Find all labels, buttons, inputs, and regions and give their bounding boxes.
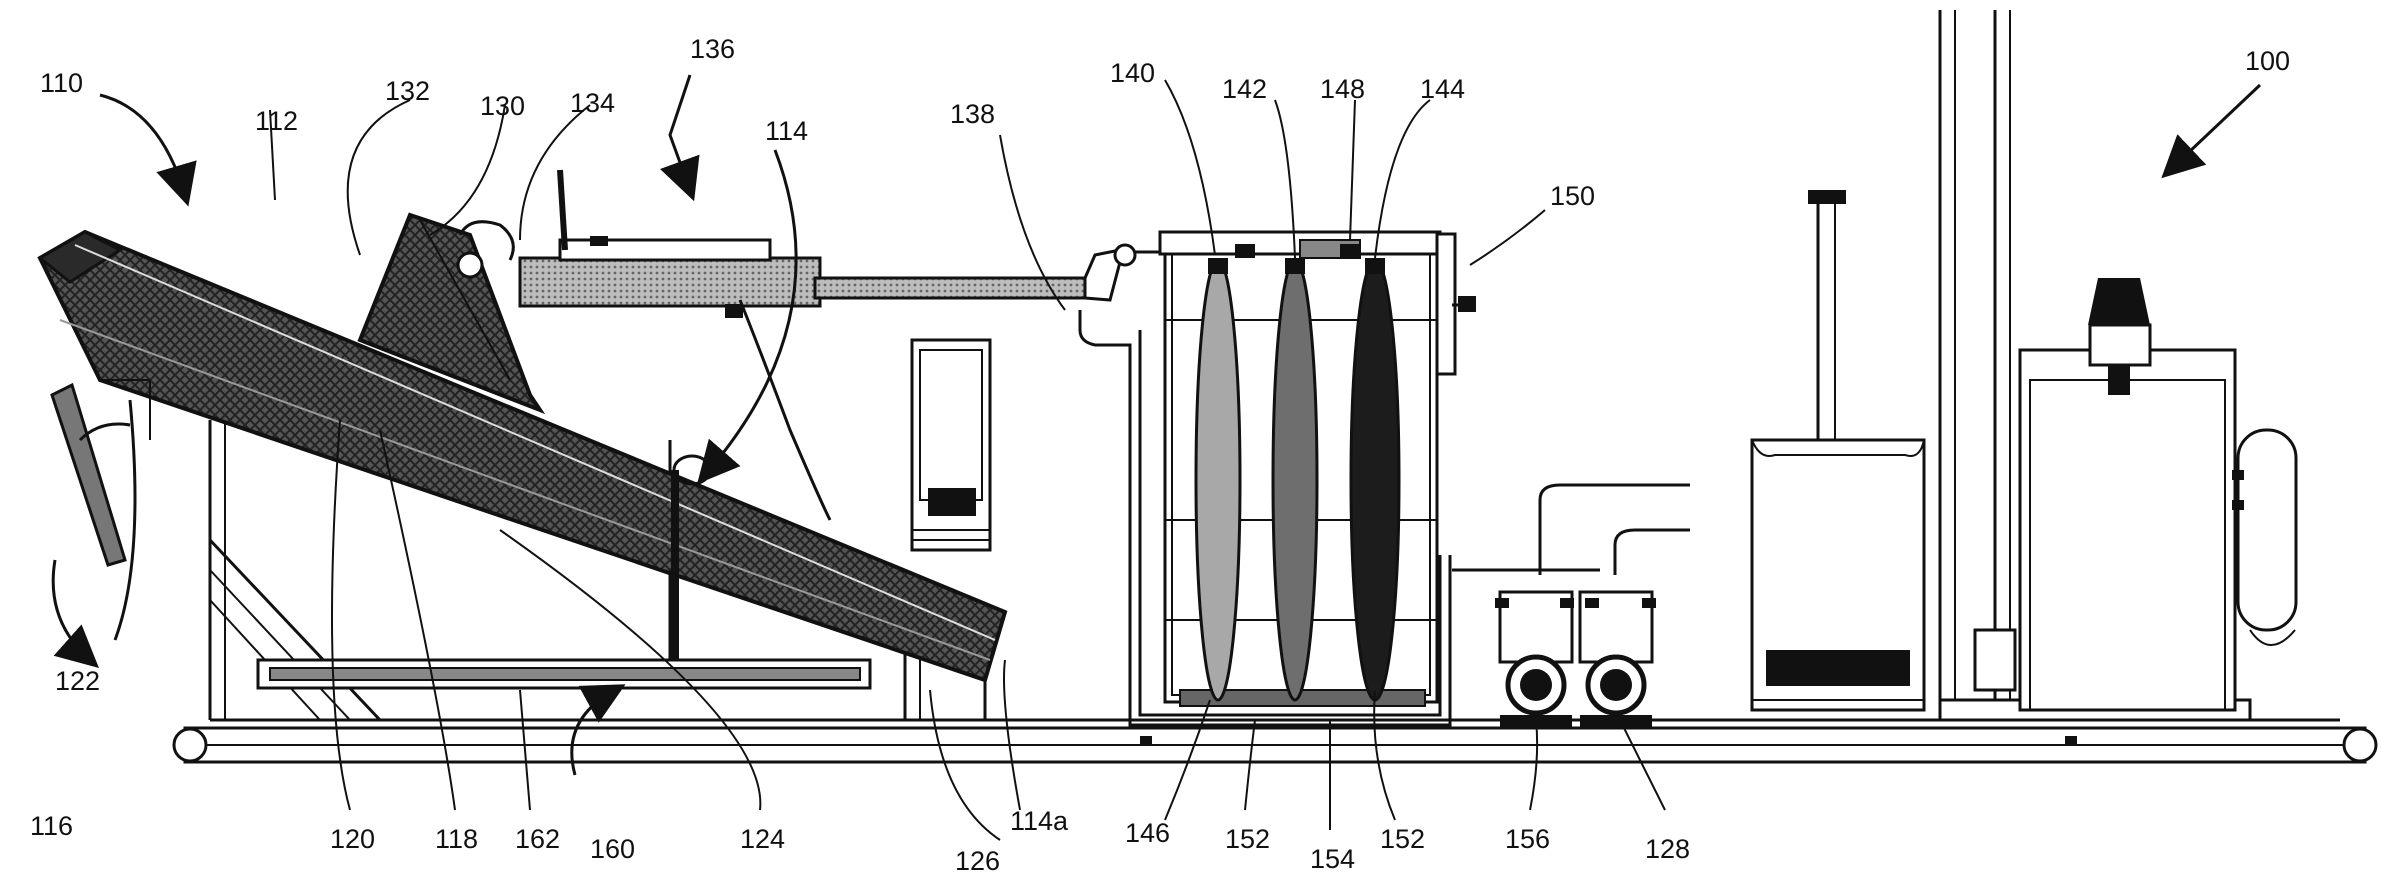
label-128: 128 [1645,834,1690,864]
label-126: 126 [955,846,1000,876]
label-138: 138 [950,99,995,129]
label-134: 134 [570,88,615,118]
label-146: 146 [1125,818,1170,848]
label-120: 120 [330,824,375,854]
spray-manifold [518,169,1165,521]
label-140: 140 [1110,58,1155,88]
label-148: 148 [1320,74,1365,104]
inclined-screen [37,229,1008,683]
storage-tank [1750,190,1926,712]
control-cabinet [910,338,992,552]
chemical-dosing-unit [1973,278,2298,712]
label-144: 144 [1420,74,1465,104]
label-122: 122 [55,666,100,696]
label-136: 136 [690,34,735,64]
label-124: 124 [740,824,785,854]
filter-tank [1110,230,1476,727]
leader-lines [51,74,2262,841]
label-142: 142 [1222,74,1267,104]
label-130: 130 [480,91,525,121]
label-154: 154 [1310,844,1355,874]
label-118: 118 [435,824,478,854]
label-156: 156 [1505,824,1550,854]
label-100: 100 [2245,46,2290,76]
pump-assembly [1452,483,1690,727]
label-114: 114 [765,116,808,146]
label-152-right: 152 [1380,824,1425,854]
label-114a: 114a [1010,806,1069,836]
label-152-left: 152 [1225,824,1270,854]
label-150: 150 [1550,181,1595,211]
reference-numerals: 100 110 112 132 130 134 136 114 138 140 … [30,34,2290,876]
label-132: 132 [385,76,430,106]
label-110: 110 [40,68,83,98]
label-160: 160 [590,834,635,864]
collection-tray [256,658,872,690]
label-116: 116 [30,811,73,841]
label-112: 112 [255,106,298,136]
label-162: 162 [515,824,560,854]
